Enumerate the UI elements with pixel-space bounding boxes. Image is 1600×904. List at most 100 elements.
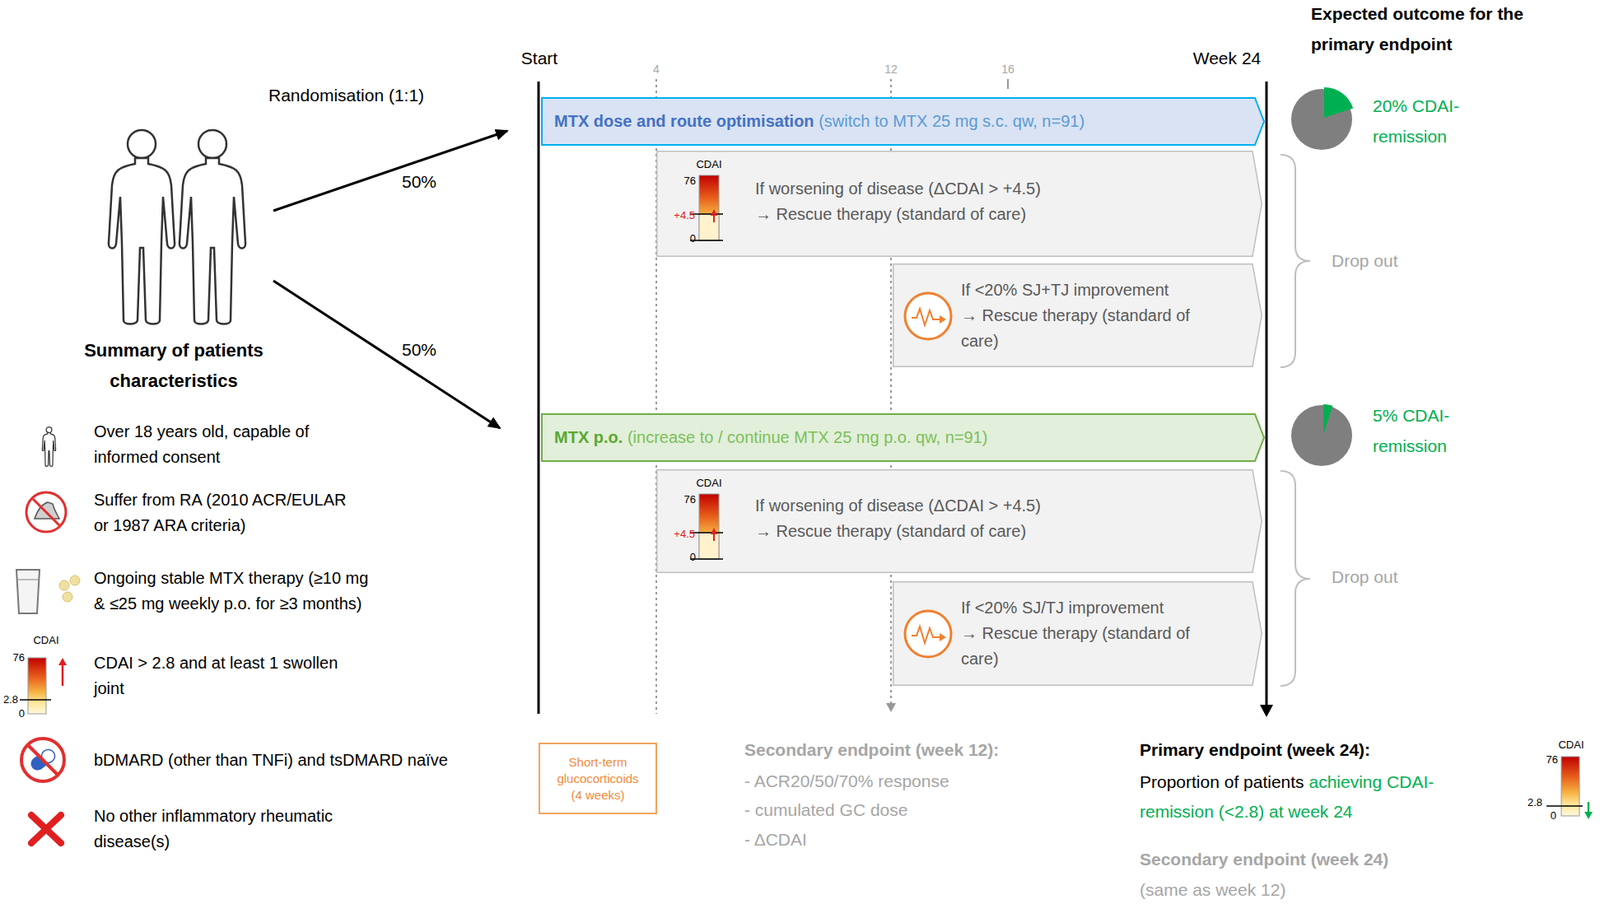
label-box: CDAI (1550, 738, 1592, 752)
diagram-label: 76 (684, 174, 696, 187)
glass-water-line (18, 578, 38, 581)
label-box: Expected outcome for the primary endpoin… (1310, 0, 1591, 60)
diagram-label: CDAI (32, 634, 59, 647)
rescue-box-shape (893, 582, 1263, 686)
cdai-threshold-line (1546, 805, 1583, 807)
glucocorticoid-box-shape (539, 743, 657, 814)
arm-band-label: MTX p.o. (554, 428, 623, 447)
rescue-box-text-area: If worsening of disease(ΔCDAI > +4.5)→ R… (755, 493, 1250, 545)
diagram-label: 20% CDAI-remission (1372, 96, 1460, 146)
label-box: 0 (1523, 809, 1557, 823)
diagram-label: Expected outcome for the primary endpoin… (1310, 4, 1524, 54)
rescue-box-label: If <20% SJ+TJ improvement (960, 277, 1209, 304)
ra-icon-slash (32, 499, 60, 526)
capsule-half (38, 746, 57, 766)
pill-icon (59, 580, 70, 591)
label-box: Primary endpoint (week 24): (1139, 737, 1503, 763)
diagram-label: Start (521, 48, 558, 68)
arm-band-label: MTX dose and route optimisation (554, 111, 815, 131)
label-box: (same as week 12) (1139, 876, 1503, 903)
diagram-label: 5% CDAI-remission (1372, 405, 1450, 456)
week12-arrow-head (886, 703, 896, 713)
diagram-label: Randomisation (1:1) (268, 85, 425, 105)
rescue-box: If worsening of disease(ΔCDAI > +4.5)→ R… (656, 469, 1263, 574)
red-x-icon (31, 815, 61, 844)
label-box: 2.8 (0, 693, 19, 707)
diagram-label: Primary endpoint (week 24): (1139, 740, 1371, 760)
arm-band-label: (increase to / continue MTX 25 mg p.o. q… (627, 428, 988, 447)
pill-icon (69, 575, 80, 586)
diagram-label: 50% (401, 172, 437, 192)
cdai-up-arrow-head (710, 527, 718, 535)
rescue-box-text-flow: If <20% SJ/TJ improvement→ Rescue therap… (960, 595, 1209, 672)
label-box: No other inflammatory rheumatic disease(… (93, 803, 358, 855)
rescue-box-label: → Rescue therapy (standard of care) (755, 201, 1250, 228)
label-box: CDAI (688, 158, 730, 172)
glucocorticoid-box-text-area: Short-term glucocorticoids (4 weeks) (552, 742, 644, 815)
rescue-box-label: → Rescue therapy (standard of care) (960, 620, 1209, 672)
week16-tick (1007, 79, 1009, 89)
diagram-label: Secondary endpoint (week 12): (744, 740, 999, 760)
glucocorticoid-box: Short-term glucocorticoids (4 weeks) (538, 742, 658, 815)
arm-band-text-flow: MTX p.o.(increase to / continue MTX 25 m… (554, 424, 988, 451)
label-box: 16 (995, 60, 1021, 78)
arm-band-text-flow: MTX dose and route optimisation(switch t… (554, 108, 1085, 135)
red-x-icon (31, 815, 61, 844)
response-icon-arrow (939, 315, 947, 324)
diagram-label: CDAI > 2.8 and at least 1 swollen joint (93, 653, 338, 698)
diagram-label: 16 (1001, 62, 1015, 76)
pie-slice (1324, 87, 1353, 118)
label-box: 50% (401, 168, 468, 195)
label-box: +4.5 (650, 527, 696, 542)
diagram-label: +4.5 (673, 209, 696, 222)
label-box: Drop out (1331, 247, 1464, 274)
rescue-box-shape (657, 151, 1263, 257)
pill-icon (62, 592, 73, 602)
glass-icon (16, 569, 40, 614)
diagram-label: 12 (884, 62, 898, 76)
rescue-box-shape (657, 470, 1263, 574)
rescue-box: If <20% SJ/TJ improvement→ Rescue therap… (892, 581, 1263, 686)
label-box: 0 (662, 550, 696, 565)
diagram-label: 2.8 (1527, 796, 1543, 809)
diagram-label: 76 (684, 493, 696, 506)
glucocorticoid-box-text-flow: Short-term glucocorticoids (4 weeks) (552, 754, 644, 804)
rescue-box-text-area: If worsening of disease(ΔCDAI > +4.5)→ R… (755, 176, 1250, 228)
diagram-label: - cumulated GC dose (744, 800, 908, 820)
response-icon-wave (911, 626, 940, 644)
rescue-box-shape (893, 264, 1263, 368)
label-box: 76 (0, 651, 25, 665)
rescue-box-outline (656, 150, 1263, 257)
no-drug-icon-circle (21, 738, 65, 782)
diagram-label: Suffer from RA (2010 ACR/EULAR or 1987 A… (93, 490, 346, 535)
label-box: 50% (401, 336, 468, 363)
label-box: 2.8 (1509, 796, 1543, 810)
rescue-box-text-area: If <20% SJ+TJ improvement→ Rescue therap… (960, 277, 1209, 355)
diagram-label: (same as week 12) (1139, 880, 1286, 900)
response-icon-circle (904, 293, 952, 340)
arm-band-label: (switch to MTX 25 mg s.c. qw, n=91) (818, 111, 1085, 131)
response-icon-circle (904, 611, 952, 658)
label-box: Secondary endpoint (week 12): (744, 737, 1107, 763)
label-box: 76 (662, 174, 696, 188)
pie-slice (1323, 404, 1333, 435)
label-box: Suffer from RA (2010 ACR/EULAR or 1987 A… (93, 487, 360, 539)
label-box: Drop out (1331, 564, 1464, 590)
patient-figure (108, 130, 175, 325)
cdai-scale-bar (27, 657, 47, 714)
randomisation-arrow (273, 280, 500, 429)
arm-band-text-area: MTX p.o.(increase to / continue MTX 25 m… (554, 413, 1246, 462)
diagram-label: Summary of patients characteristics (83, 340, 264, 392)
label-box: 0 (0, 707, 25, 721)
cdai-threshold-line (690, 531, 724, 534)
rescue-box-label: If worsening of disease (755, 179, 924, 198)
rescue-box-text-flow: If <20% SJ+TJ improvement→ Rescue therap… (960, 277, 1209, 355)
diagram-label: 2.8 (3, 693, 19, 706)
arm-band-text-area: MTX dose and route optimisation(switch t… (554, 97, 1246, 146)
diagram-label: 0 (1550, 809, 1557, 822)
label-box: Randomisation (1:1) (268, 82, 483, 108)
diagram-label: Drop out (1331, 567, 1399, 587)
drop-out-brace (1280, 154, 1311, 368)
label-box: +4.5 (650, 209, 696, 223)
rescue-box: If <20% SJ+TJ improvement→ Rescue therap… (892, 263, 1263, 368)
